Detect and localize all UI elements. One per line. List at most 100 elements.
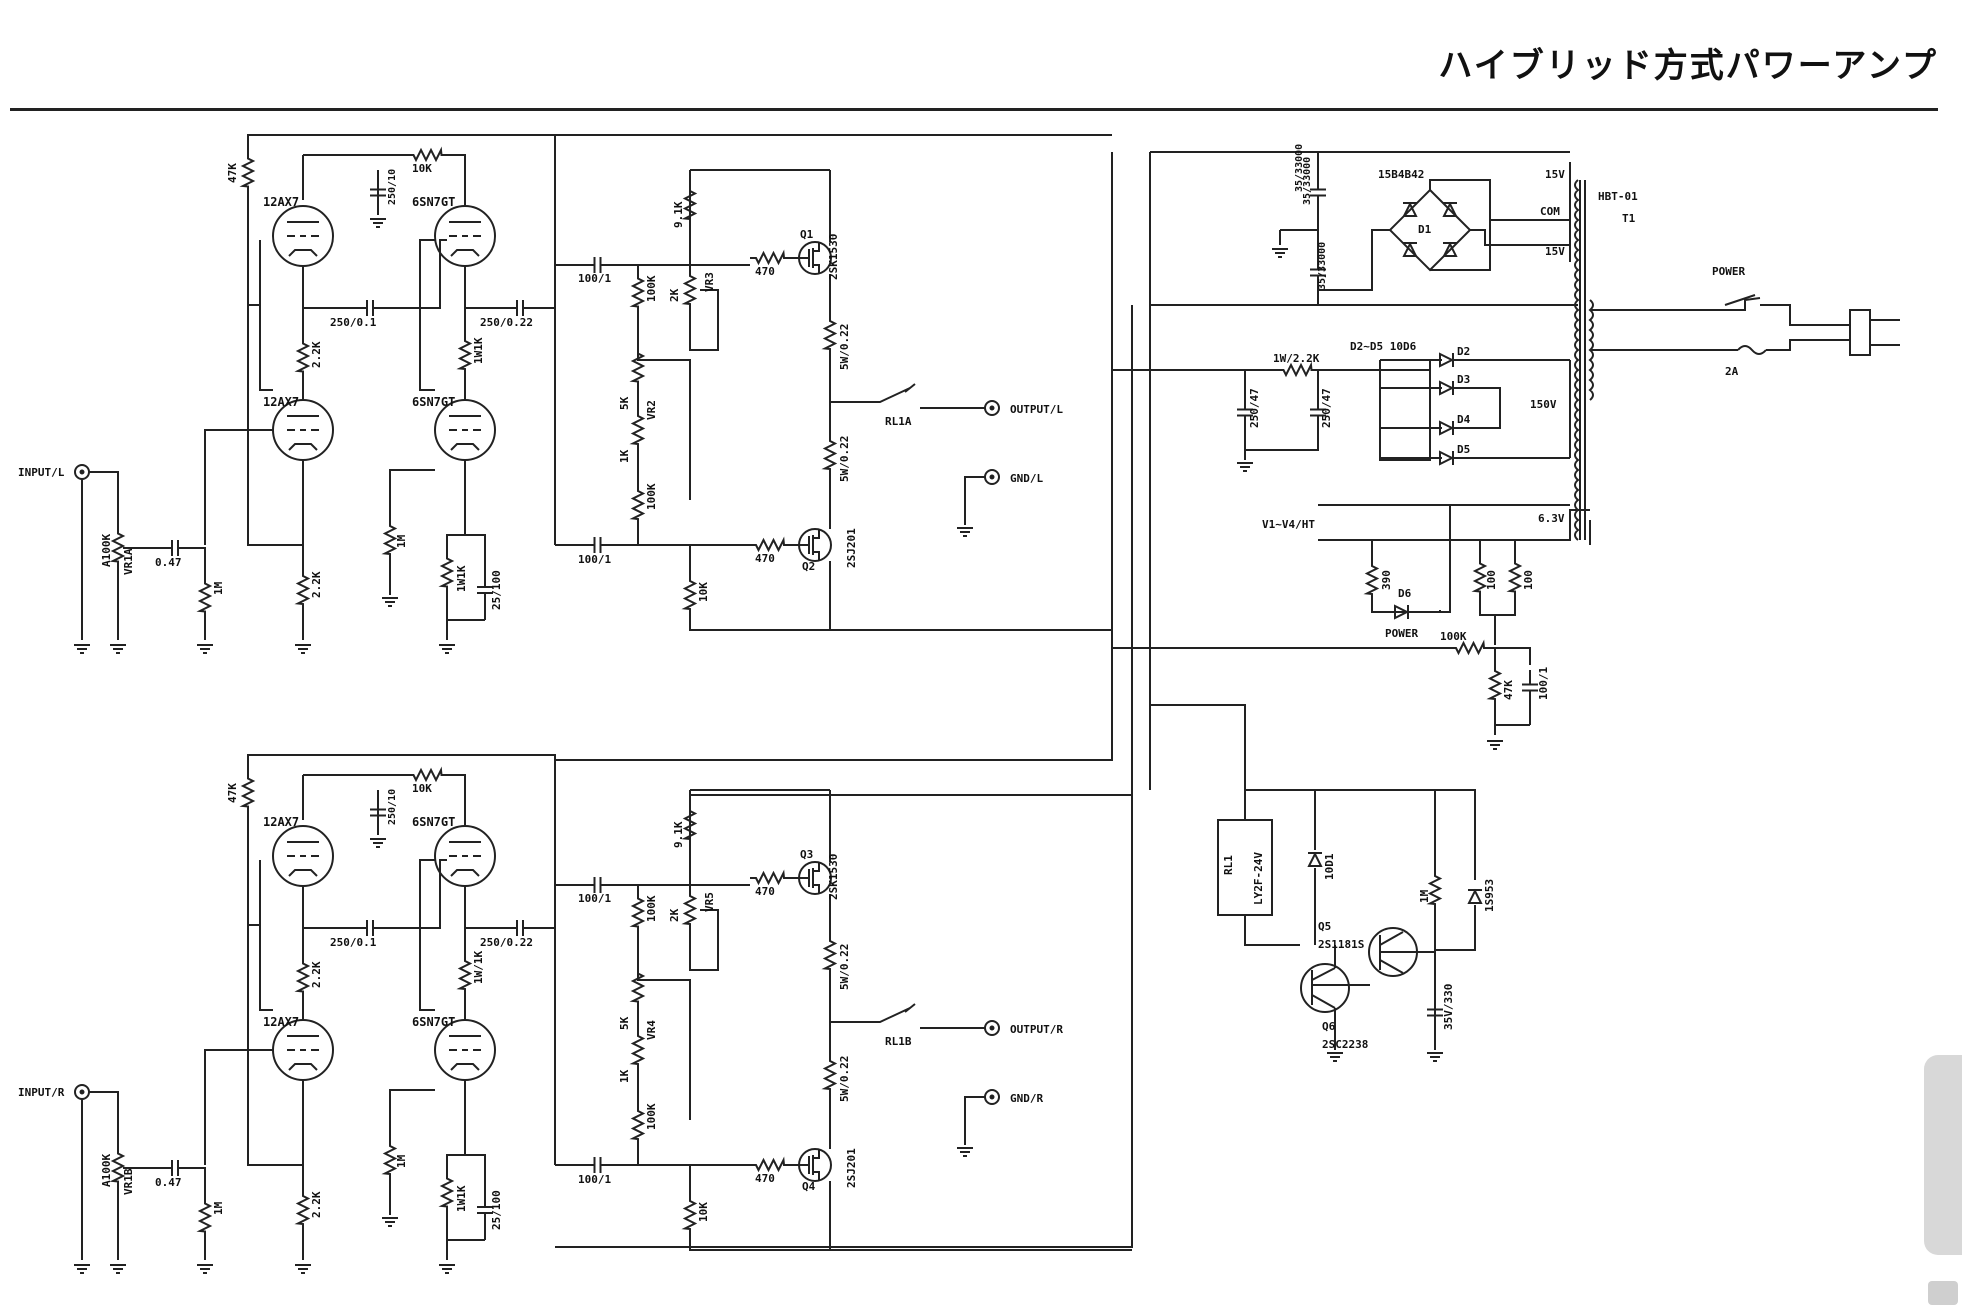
resistor: [750, 1156, 790, 1173]
keyboard-icon[interactable]: [1928, 1281, 1958, 1305]
capacitor: [477, 560, 493, 620]
component-label: 100K: [645, 895, 658, 922]
side-scroll-handle[interactable]: [1924, 1055, 1962, 1255]
component-label: Q1: [800, 228, 814, 241]
resistor: [1506, 560, 1523, 595]
ground-symbol: [956, 1147, 974, 1157]
capacitor: [580, 877, 615, 893]
component-label: Q5: [1318, 920, 1331, 933]
resistor: [629, 1105, 646, 1145]
component-label: 1W/2.2K: [1273, 352, 1320, 365]
resistor: [629, 485, 646, 525]
ground-symbol: [369, 218, 387, 228]
component-label: VR5: [703, 892, 716, 912]
component-label: RL1: [1222, 855, 1235, 875]
component-label: 100K: [1440, 630, 1467, 643]
resistor: [750, 249, 790, 266]
resistor: [629, 970, 646, 1005]
component-label: D4: [1457, 413, 1471, 426]
output-label: OUTPUT/L: [1010, 403, 1063, 416]
tube-label: 12AX7: [263, 1015, 299, 1029]
component-label: 10K: [412, 782, 432, 795]
component-label: Q3: [800, 848, 813, 861]
jack-terminal: [984, 1020, 1000, 1036]
resistor: [1486, 665, 1503, 705]
component-label: 47K: [226, 783, 239, 803]
ground-symbol: [956, 527, 974, 537]
component-label: T1: [1622, 212, 1636, 225]
ground-symbol: [438, 644, 456, 654]
ground-symbol: [294, 644, 312, 654]
capacitor: [500, 920, 540, 936]
component-label: HBT-01: [1598, 190, 1638, 203]
output-label: GND/L: [1010, 472, 1043, 485]
ground-symbol: [1271, 248, 1289, 258]
component-label: 1W1K: [472, 337, 485, 364]
input-label: INPUT/R: [18, 1086, 65, 1099]
input-label: INPUT/L: [18, 466, 65, 479]
component-label: 1W/1K: [472, 951, 485, 984]
resistor: [239, 775, 256, 810]
fuse: [1737, 345, 1767, 355]
tube-label: 12AX7: [263, 195, 299, 209]
resistor: [294, 570, 311, 610]
component-label: Q4: [802, 1180, 816, 1193]
component-label: 9.1K: [672, 201, 685, 228]
component-label: 250/0.1: [330, 936, 377, 949]
component-label: 15B4B42: [1378, 168, 1424, 181]
component-label: Q6: [1322, 1020, 1336, 1033]
ground-symbol: [109, 644, 127, 654]
jack-terminal: [74, 1084, 90, 1100]
component-label: 2SK1530: [827, 234, 840, 280]
resistor: [400, 146, 455, 163]
resistor: [381, 520, 398, 560]
resistor: [294, 335, 311, 380]
component-label: D2~D5 10D6: [1350, 340, 1417, 353]
component-label: 35/33000: [1294, 144, 1305, 192]
capacitor: [350, 300, 390, 316]
component-label: 390: [1380, 570, 1393, 590]
component-label: 47K: [1502, 680, 1515, 700]
resistor: [629, 890, 646, 935]
jack-terminal: [984, 1089, 1000, 1105]
jack-terminal: [984, 400, 1000, 416]
components: [73, 146, 1871, 1274]
vacuum-tube-12ax7: [272, 399, 334, 461]
component-label: 470: [755, 552, 775, 565]
component-label: 10K: [697, 1202, 710, 1222]
resistor: [400, 766, 455, 783]
diode: [1442, 201, 1458, 217]
component-label: 35/33000: [1302, 157, 1313, 205]
transistor-q6: [1300, 963, 1350, 1013]
diode: [1394, 604, 1410, 620]
component-label: 2SJ201: [845, 1148, 858, 1188]
resistor: [750, 869, 790, 886]
component-label: 250/0.1: [330, 316, 377, 329]
diode: [1307, 851, 1323, 867]
vacuum-tube-6sn7gt: [434, 1019, 496, 1081]
component-label: 470: [755, 265, 775, 278]
resistor: [629, 410, 646, 450]
diode: [1439, 450, 1455, 466]
resistor: [294, 955, 311, 1000]
title-rule: [10, 108, 1938, 111]
component-label: 100/1: [578, 1173, 611, 1186]
component-label: VR4: [645, 1020, 658, 1040]
jack-terminal: [74, 464, 90, 480]
ground-symbol: [1326, 1052, 1344, 1062]
resistor: [456, 335, 473, 375]
component-label: 1M: [212, 581, 225, 595]
diode: [1439, 420, 1455, 436]
component-label: POWER: [1712, 265, 1745, 278]
component-label: RL1A: [885, 415, 912, 428]
ground-symbol: [196, 1264, 214, 1274]
component-label: 250/10: [387, 789, 398, 825]
resistor: [821, 1050, 838, 1100]
component-label: 2K: [668, 908, 681, 922]
component-label: VR3: [703, 272, 716, 292]
diode: [1402, 201, 1418, 217]
ground-symbol: [369, 838, 387, 848]
component-label: Q2: [802, 560, 815, 573]
component-label: 2SJ201: [845, 528, 858, 568]
component-label: 6.3V: [1538, 512, 1565, 525]
